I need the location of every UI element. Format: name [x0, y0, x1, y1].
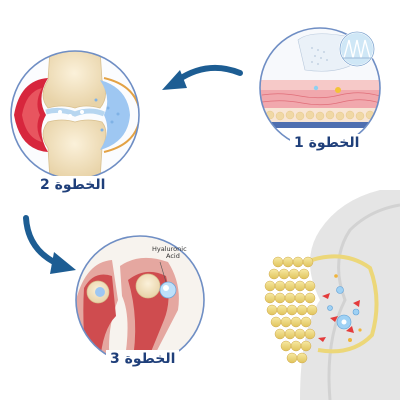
step2-illustration	[10, 50, 140, 180]
arrow-head-2	[50, 252, 76, 274]
acid-line: Acid	[166, 252, 180, 260]
arrow-head-1	[162, 70, 187, 90]
joint-hyaluronic-illustration	[264, 190, 400, 400]
step1-illustration	[259, 27, 381, 149]
hyaluronic-acid-annotation: Hyaluronic Acid	[152, 246, 187, 260]
step-1-label: الخطوة 1	[290, 134, 364, 152]
hyaluronic-line: Hyaluronic	[152, 245, 187, 253]
step-3-label: الخطوة 3	[106, 350, 180, 368]
step-2-label: الخطوة 2	[36, 176, 110, 194]
arrow-step1-to-step2	[175, 64, 243, 83]
step3-illustration	[75, 235, 205, 365]
